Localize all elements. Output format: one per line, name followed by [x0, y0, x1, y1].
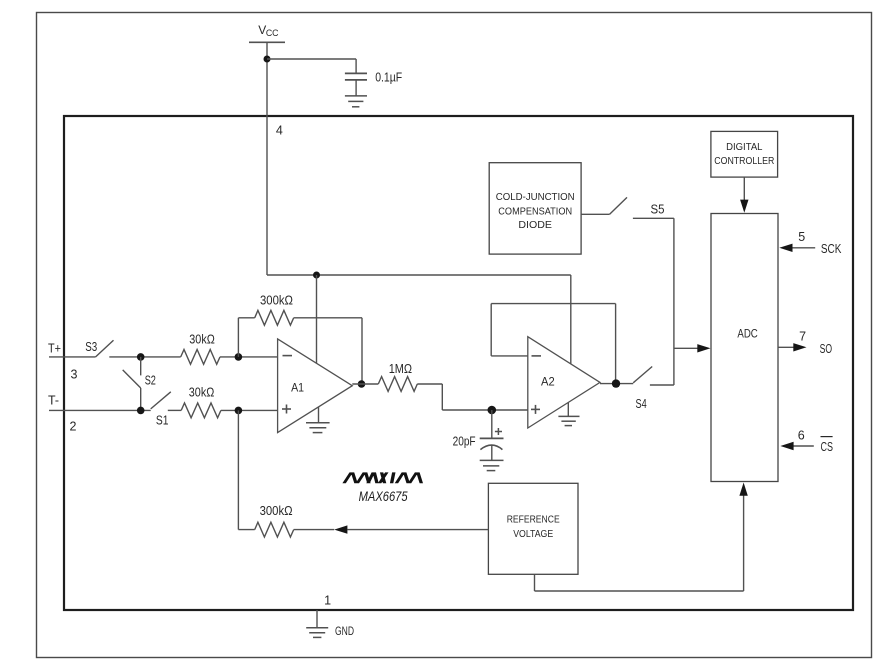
svg-text:1MΩ: 1MΩ — [389, 362, 412, 376]
svg-text:COMPENSATION: COMPENSATION — [498, 207, 572, 218]
svg-text:COLD-JUNCTION: COLD-JUNCTION — [496, 192, 575, 203]
svg-text:S5: S5 — [651, 203, 665, 217]
svg-text:MAX6675: MAX6675 — [359, 489, 408, 504]
svg-text:S2: S2 — [145, 373, 156, 387]
svg-text:CS: CS — [821, 440, 834, 454]
svg-text:VOLTAGE: VOLTAGE — [513, 529, 553, 540]
svg-text:S3: S3 — [85, 340, 97, 354]
svg-text:20pF: 20pF — [453, 435, 476, 449]
svg-text:SCK: SCK — [821, 242, 842, 256]
svg-text:GND: GND — [335, 624, 354, 638]
svg-text:3: 3 — [71, 367, 78, 381]
svg-text:300kΩ: 300kΩ — [260, 293, 293, 307]
svg-text:T-: T- — [48, 393, 59, 407]
svg-text:CONTROLLER: CONTROLLER — [714, 156, 774, 167]
svg-text:A2: A2 — [541, 377, 555, 389]
svg-text:7: 7 — [799, 330, 806, 344]
svg-text:30kΩ: 30kΩ — [189, 385, 215, 399]
svg-text:T+: T+ — [48, 341, 61, 355]
svg-text:S4: S4 — [636, 397, 647, 411]
svg-text:5: 5 — [798, 230, 805, 244]
svg-text:1: 1 — [324, 594, 331, 608]
svg-text:30kΩ: 30kΩ — [189, 333, 215, 347]
svg-text:300kΩ: 300kΩ — [260, 504, 293, 518]
svg-text:6: 6 — [798, 429, 805, 443]
svg-text:2: 2 — [70, 420, 77, 434]
svg-text:0.1µF: 0.1µF — [375, 70, 402, 84]
svg-text:A1: A1 — [291, 383, 304, 395]
svg-text:SO: SO — [820, 342, 833, 356]
svg-text:DIODE: DIODE — [518, 220, 552, 231]
svg-text:ADC: ADC — [737, 326, 757, 340]
svg-text:S1: S1 — [156, 414, 169, 428]
svg-text:DIGITAL: DIGITAL — [726, 142, 763, 153]
svg-text:REFERENCE: REFERENCE — [507, 515, 560, 526]
svg-text:4: 4 — [276, 124, 283, 138]
